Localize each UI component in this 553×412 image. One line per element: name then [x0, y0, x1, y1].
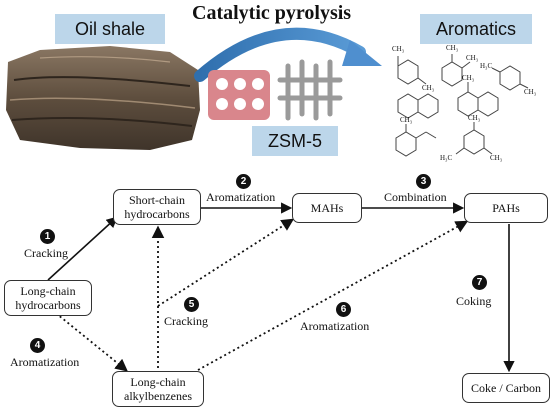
curved-arrow-icon	[194, 27, 382, 82]
catalyst-banner: ZSM-5	[252, 126, 338, 156]
methyl-label: CH₃	[462, 74, 475, 82]
arrow-cracking-1	[47, 216, 118, 281]
arrow-aromatization-4	[51, 309, 128, 372]
step-number-5: 5	[184, 297, 199, 312]
methyl-label: CH₃	[446, 44, 459, 52]
step-number-4: 4	[30, 338, 45, 353]
methyl-label: CH₃	[400, 116, 413, 124]
step-number-6: 6	[336, 302, 351, 317]
zeolite-channel-image	[277, 59, 343, 121]
methyl-label: CH₃	[524, 88, 537, 96]
arrow-cracking-5-diag	[157, 218, 295, 307]
step-label-aromatization-6: Aromatization	[300, 319, 370, 333]
node-pahs: PAHs	[464, 193, 548, 223]
aromatics-banner: Aromatics	[420, 14, 532, 44]
methyl-label: CH₃	[392, 45, 405, 53]
methyl-label: CH₃	[466, 54, 479, 62]
step-label-cracking-1: Cracking	[24, 246, 68, 260]
step-label-coking-7: Coking	[456, 294, 492, 308]
oil-shale-banner: Oil shale	[55, 14, 165, 44]
step-label-combination-3: Combination	[384, 190, 447, 204]
arrow-aromatization-6	[197, 220, 469, 371]
step-label-aromatization-2: Aromatization	[206, 190, 276, 204]
step-number-2: 2	[236, 174, 251, 189]
step-number-7: 7	[472, 275, 487, 290]
methyl-label-left: H₃C	[480, 62, 493, 70]
node-mahs: MAHs	[292, 193, 362, 223]
step-number-3: 3	[416, 174, 431, 189]
step-label-aromatization-4: Aromatization	[10, 355, 80, 369]
oil-shale-rock-image	[6, 46, 200, 150]
dotted-flow-arrows	[51, 218, 469, 372]
page-title: Catalytic pyrolysis	[192, 2, 352, 24]
aromatic-molecules-image	[395, 54, 529, 157]
methyl-label-left: H₃C	[440, 154, 453, 162]
methyl-label: CH₃	[490, 154, 503, 162]
step-label-cracking-5: Cracking	[164, 314, 208, 328]
zeolite-framework-image	[208, 70, 270, 120]
methyl-label: CH₃	[422, 84, 435, 92]
step-number-1: 1	[40, 229, 55, 244]
flow-arrows	[47, 202, 515, 373]
methyl-label: CH₃	[468, 114, 481, 122]
node-coke-carbon: Coke / Carbon	[462, 373, 550, 403]
